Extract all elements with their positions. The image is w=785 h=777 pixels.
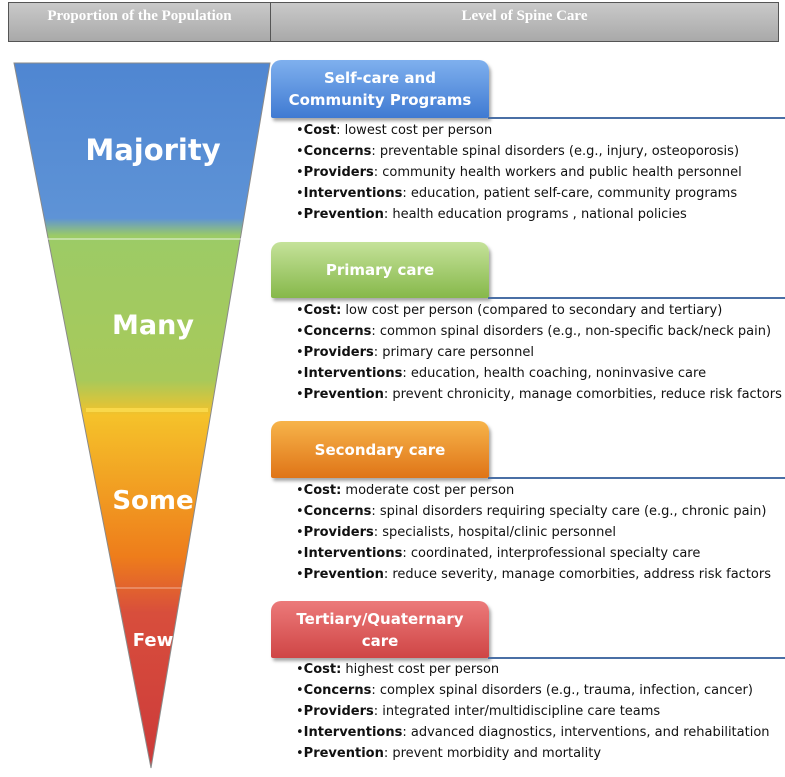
care-box-self-care: Self-care and Community Programs xyxy=(271,60,489,118)
detail-prevention: •Prevention: health education programs ,… xyxy=(296,207,687,222)
details-list-primary: •Cost: low cost per person (compared to … xyxy=(296,300,785,405)
detail-concerns: •Concerns: complex spinal disorders (e.g… xyxy=(296,683,753,698)
detail-providers: •Providers: specialists, hospital/clinic… xyxy=(296,525,616,540)
population-funnel xyxy=(13,62,271,769)
detail-interventions: •Interventions: coordinated, interprofes… xyxy=(296,546,701,561)
tier-line-2 xyxy=(488,297,785,299)
details-list-self-care: •Cost: lowest cost per person •Concerns:… xyxy=(296,120,785,225)
detail-providers: •Providers: integrated inter/multidiscip… xyxy=(296,704,661,719)
care-box-tertiary: Tertiary/Quaternary care xyxy=(271,601,489,658)
detail-cost: •Cost: lowest cost per person xyxy=(296,123,493,138)
detail-interventions: •Interventions: advanced diagnostics, in… xyxy=(296,725,770,740)
detail-cost: •Cost: moderate cost per person xyxy=(296,483,515,498)
header-population: Proportion of the Population xyxy=(8,2,271,42)
care-box-secondary: Secondary care xyxy=(271,421,489,478)
detail-cost: •Cost: highest cost per person xyxy=(296,662,500,677)
detail-cost: •Cost: low cost per person (compared to … xyxy=(296,303,723,318)
detail-concerns: •Concerns: preventable spinal disorders … xyxy=(296,144,740,159)
detail-interventions: •Interventions: education, patient self-… xyxy=(296,186,738,201)
detail-prevention: •Prevention: reduce severity, manage com… xyxy=(296,567,771,582)
details-list-tertiary: •Cost: highest cost per person •Concerns… xyxy=(296,659,785,764)
tier-label-some: Some xyxy=(112,486,194,516)
care-box-primary: Primary care xyxy=(271,242,489,298)
tier-line-4 xyxy=(488,657,785,659)
detail-prevention: •Prevention: prevent chronicity, manage … xyxy=(296,387,782,402)
tier-line-3 xyxy=(488,477,785,479)
detail-providers: •Providers: primary care personnel xyxy=(296,345,534,360)
details-list-secondary: •Cost: moderate cost per person •Concern… xyxy=(296,480,785,585)
header-spine-care: Level of Spine Care xyxy=(270,2,779,42)
tier-label-majority: Majority xyxy=(85,133,221,167)
detail-interventions: •Interventions: education, health coachi… xyxy=(296,366,707,381)
detail-concerns: •Concerns: spinal disorders requiring sp… xyxy=(296,504,767,519)
funnel-shape xyxy=(13,62,271,769)
detail-prevention: •Prevention: prevent morbidity and morta… xyxy=(296,746,602,761)
detail-providers: •Providers: community health workers and… xyxy=(296,165,742,180)
tier-label-few: Few xyxy=(132,630,174,651)
tier-line-1 xyxy=(488,117,785,119)
detail-concerns: •Concerns: common spinal disorders (e.g.… xyxy=(296,324,772,339)
tier-label-many: Many xyxy=(112,310,194,341)
